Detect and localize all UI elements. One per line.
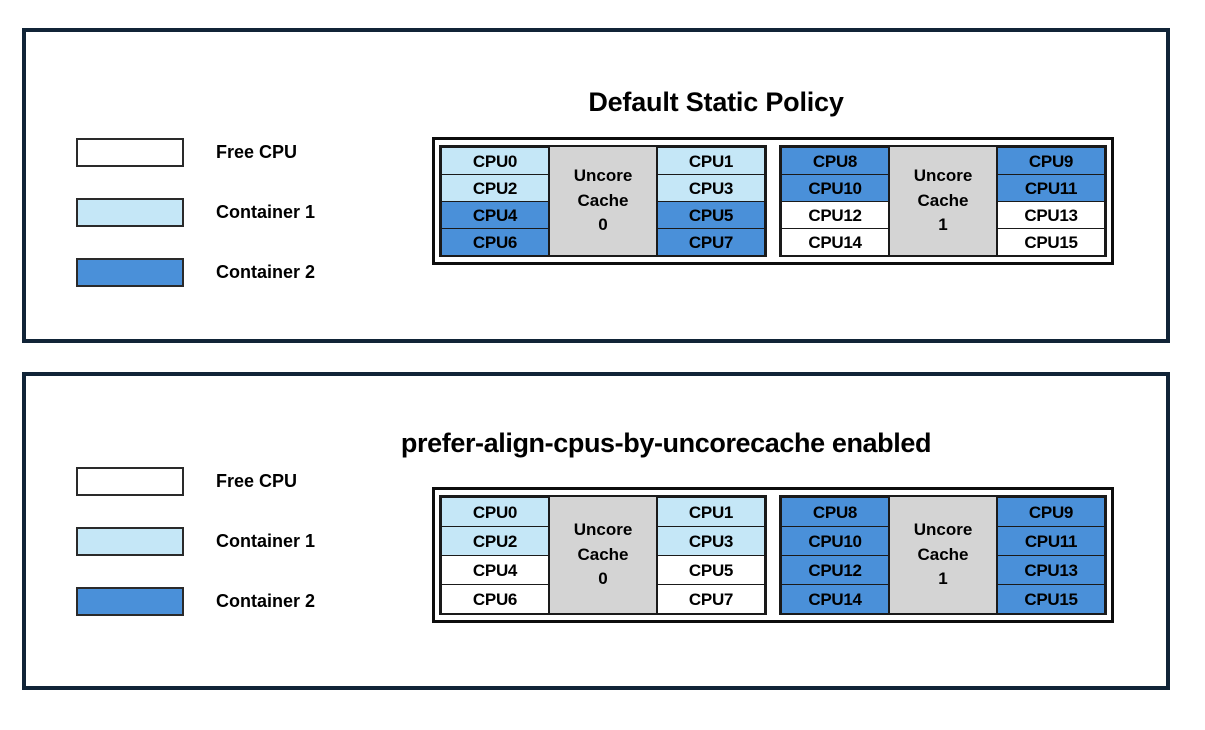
panel-default-static-policy: Default Static Policy Free CPU Container… [22,28,1170,343]
uncore-cache-line-1: Uncore [913,166,973,186]
panel-prefer-align-cpus-by-uncorecache: prefer-align-cpus-by-uncorecache enabled… [22,372,1170,690]
legend-label-container-1: Container 1 [216,201,316,222]
cpu-topology-diagram: CPU0 CPU2 CPU4 CPU6 Uncore Cache 0 CPU1 … [432,137,1114,265]
cpu-cell: CPU10 [781,173,889,202]
cpu-cell: CPU3 [657,525,765,556]
uncore-cache-label: Uncore Cache 1 [889,147,997,255]
legend-item-container-2: Container 2 [76,257,315,287]
uncore-cache-index: 1 [938,215,948,235]
legend-swatch-container-2 [76,257,184,287]
cpu-cell: CPU1 [657,496,765,527]
cpu-cell: CPU11 [997,173,1105,202]
page-title: prefer-align-cpus-by-uncorecache enabled [400,428,932,459]
cpu-cell: CPU5 [657,200,765,229]
cpu-cell: CPU1 [657,146,765,175]
uncore-cache-label: Uncore Cache 0 [549,147,657,255]
uncore-cache-group-0: CPU0 CPU2 CPU4 CPU6 Uncore Cache 0 CPU1 … [439,495,767,615]
cpu-cell: CPU4 [441,200,549,229]
cpu-cell: CPU9 [997,496,1105,527]
uncore-cache-line-1: Uncore [913,520,973,540]
cpu-cell: CPU13 [997,554,1105,585]
cpu-cell: CPU5 [657,554,765,585]
cpu-cell: CPU3 [657,173,765,202]
uncore-cache-label: Uncore Cache 0 [549,497,657,613]
uncore-cache-line-1: Uncore [573,166,633,186]
cpu-column-left: CPU0 CPU2 CPU4 CPU6 [441,496,549,614]
cpu-cell: CPU10 [781,525,889,556]
uncore-cache-group-0: CPU0 CPU2 CPU4 CPU6 Uncore Cache 0 CPU1 … [439,145,767,257]
uncore-cache-index: 1 [938,569,948,589]
uncore-cache-label: Uncore Cache 1 [889,497,997,613]
cpu-column-right: CPU9 CPU11 CPU13 CPU15 [997,496,1105,614]
uncore-cache-line-2: Cache [917,544,969,564]
cpu-cell: CPU4 [441,554,549,585]
cpu-column-left: CPU8 CPU10 CPU12 CPU14 [781,496,889,614]
cpu-cell: CPU0 [441,146,549,175]
cpu-cell: CPU7 [657,583,765,614]
cpu-cell: CPU7 [657,227,765,256]
cpu-column-right: CPU1 CPU3 CPU5 CPU7 [657,496,765,614]
legend-label-free-cpu: Free CPU [216,470,298,491]
cpu-cell: CPU12 [781,200,889,229]
legend-label-container-2: Container 2 [216,261,316,282]
cpu-cell: CPU6 [441,583,549,614]
uncore-cache-index: 0 [598,215,608,235]
legend-swatch-container-1 [76,526,184,556]
uncore-cache-group-1: CPU8 CPU10 CPU12 CPU14 Uncore Cache 1 CP… [779,145,1107,257]
legend-swatch-free-cpu [76,137,184,167]
cpu-cell: CPU0 [441,496,549,527]
cpu-cell: CPU2 [441,173,549,202]
cpu-cell: CPU8 [781,496,889,527]
uncore-cache-line-2: Cache [577,544,629,564]
uncore-cache-line-2: Cache [917,190,969,210]
cpu-cell: CPU11 [997,525,1105,556]
cpu-cell: CPU15 [997,583,1105,614]
legend: Free CPU Container 1 Container 2 [76,137,315,317]
legend-label-free-cpu: Free CPU [216,141,298,162]
cpu-cell: CPU13 [997,200,1105,229]
legend-item-container-2: Container 2 [76,586,315,616]
legend-swatch-container-1 [76,197,184,227]
cpu-cell: CPU14 [781,583,889,614]
cpu-column-right: CPU1 CPU3 CPU5 CPU7 [657,146,765,256]
cpu-cell: CPU2 [441,525,549,556]
legend-item-container-1: Container 1 [76,197,315,227]
uncore-cache-line-2: Cache [577,190,629,210]
cpu-cell: CPU8 [781,146,889,175]
uncore-cache-group-1: CPU8 CPU10 CPU12 CPU14 Uncore Cache 1 CP… [779,495,1107,615]
uncore-cache-line-1: Uncore [573,520,633,540]
legend-item-free-cpu: Free CPU [76,137,315,167]
cpu-column-right: CPU9 CPU11 CPU13 CPU15 [997,146,1105,256]
cpu-column-left: CPU0 CPU2 CPU4 CPU6 [441,146,549,256]
cpu-topology-diagram: CPU0 CPU2 CPU4 CPU6 Uncore Cache 0 CPU1 … [432,487,1114,623]
legend-item-free-cpu: Free CPU [76,466,315,496]
legend-label-container-2: Container 2 [216,590,316,611]
cpu-cell: CPU12 [781,554,889,585]
page-title: Default Static Policy [588,87,844,118]
cpu-column-left: CPU8 CPU10 CPU12 CPU14 [781,146,889,256]
uncore-cache-index: 0 [598,569,608,589]
legend-swatch-container-2 [76,586,184,616]
cpu-cell: CPU15 [997,227,1105,256]
cpu-cell: CPU6 [441,227,549,256]
legend: Free CPU Container 1 Container 2 [76,466,315,646]
legend-label-container-1: Container 1 [216,530,316,551]
legend-item-container-1: Container 1 [76,526,315,556]
legend-swatch-free-cpu [76,466,184,496]
cpu-cell: CPU14 [781,227,889,256]
cpu-cell: CPU9 [997,146,1105,175]
